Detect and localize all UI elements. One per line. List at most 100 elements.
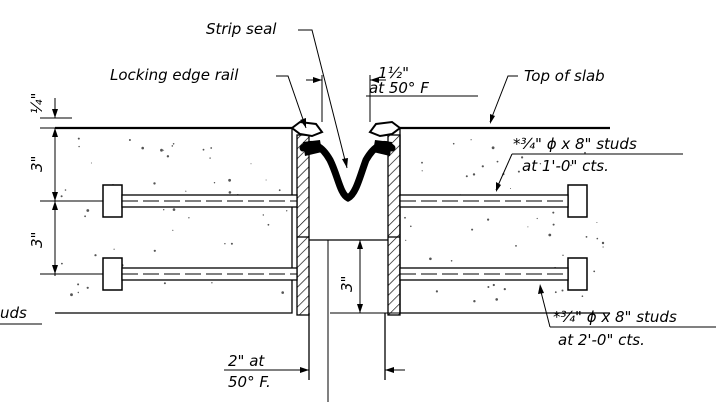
concrete-speckle-dot bbox=[510, 188, 511, 189]
concrete-speckle-dot bbox=[472, 173, 476, 176]
studs-upper-line2: at 1'-0" cts. bbox=[522, 157, 609, 175]
concrete-speckle-dot bbox=[539, 163, 542, 165]
studs-lower-leader bbox=[539, 287, 551, 328]
concrete-speckle-dot bbox=[495, 298, 499, 301]
studs-lower-line2: at 2'-0" cts. bbox=[558, 331, 645, 349]
left-lower-stud bbox=[102, 257, 298, 291]
concrete-speckle-dot bbox=[163, 282, 166, 285]
concrete-speckle-dot bbox=[491, 146, 495, 150]
locking-edge-rail-label: Locking edge rail bbox=[110, 66, 239, 84]
concrete-speckle-dot bbox=[172, 229, 174, 231]
concrete-speckle-dot bbox=[250, 163, 252, 165]
right-seal-lock bbox=[373, 140, 392, 156]
concrete-speckle-dot bbox=[596, 237, 599, 240]
right-lower-stud bbox=[399, 257, 588, 291]
concrete-speckle-dot bbox=[153, 249, 156, 252]
top-of-slab-label: Top of slab bbox=[524, 67, 605, 85]
concrete-speckle-dot bbox=[581, 295, 584, 298]
concrete-speckle-dot bbox=[278, 189, 281, 192]
dim-three-top: 3" bbox=[28, 156, 46, 172]
center-dimension-arrows bbox=[357, 240, 363, 313]
concrete-speckle-dot bbox=[160, 148, 163, 152]
left-edge-rail bbox=[290, 120, 324, 316]
bottom-gap-arrows bbox=[300, 367, 394, 373]
concrete-speckle-dot bbox=[202, 148, 205, 151]
concrete-speckle-dot bbox=[435, 290, 438, 293]
concrete-speckle-dot bbox=[286, 210, 288, 212]
concrete-speckle-dot bbox=[421, 161, 423, 164]
concrete-speckle-dot bbox=[228, 191, 232, 194]
concrete-speckle-dot bbox=[86, 209, 90, 212]
gap-bottom-line2: 50° F. bbox=[228, 373, 271, 391]
concrete-speckle-dot bbox=[153, 182, 156, 185]
concrete-speckle-dot bbox=[521, 156, 524, 159]
strip-seal-leader bbox=[298, 29, 348, 169]
dim-three-bottom: 3" bbox=[28, 232, 46, 248]
concrete-speckle-dot bbox=[77, 137, 80, 140]
right-edge-rail bbox=[368, 120, 402, 316]
concrete-speckle-dot bbox=[421, 170, 423, 172]
studs-lower-line1: *¾" ϕ x 8" studs bbox=[553, 308, 677, 326]
concrete-speckle-dot bbox=[230, 242, 233, 245]
concrete-speckle-dot bbox=[94, 254, 97, 257]
concrete-speckle-dot bbox=[481, 165, 484, 168]
concrete-speckle-dot bbox=[552, 211, 555, 214]
concrete-speckle-dot bbox=[77, 283, 80, 286]
concrete-speckle-dot bbox=[210, 147, 213, 149]
gap-top-line1: 1½" bbox=[378, 64, 409, 82]
concrete-speckle-dot bbox=[429, 257, 432, 261]
dim-quarter: ¼" bbox=[28, 93, 46, 114]
concrete-speckle-dot bbox=[224, 243, 226, 245]
concrete-speckle-dot bbox=[470, 139, 472, 141]
concrete-speckle-dot bbox=[209, 157, 211, 159]
concrete-speckle-dot bbox=[410, 225, 412, 228]
concrete-speckle-dot bbox=[536, 217, 538, 220]
concrete-speckle-dot bbox=[166, 155, 170, 158]
concrete-speckle-dot bbox=[228, 178, 232, 182]
top-of-slab-leader bbox=[489, 75, 518, 123]
concrete-speckle-dot bbox=[404, 216, 406, 219]
concrete-speckle-dot bbox=[171, 145, 174, 147]
concrete-speckle-dot bbox=[554, 291, 557, 294]
concrete-speckle-dot bbox=[77, 291, 80, 294]
concrete-speckle-dot bbox=[64, 189, 67, 191]
concrete-speckle-dot bbox=[265, 179, 267, 181]
left-studs-fragment: uds bbox=[0, 304, 27, 322]
concrete-speckle-dot bbox=[60, 195, 63, 198]
concrete-speckle-dot bbox=[90, 162, 92, 164]
studs-upper-line1: *¾" ϕ x 8" studs bbox=[513, 135, 637, 153]
concrete-speckle-dot bbox=[163, 209, 165, 211]
concrete-speckle-dot bbox=[163, 149, 165, 151]
concrete-speckle-dot bbox=[70, 293, 73, 297]
strip-seal-label: Strip seal bbox=[206, 20, 277, 38]
concrete-speckle-dot bbox=[267, 223, 270, 226]
concrete-speckle-dot bbox=[593, 270, 596, 273]
concrete-speckle-dot bbox=[78, 145, 80, 148]
concrete-speckle-dot bbox=[487, 286, 490, 288]
gap-bottom-line1: 2" at bbox=[228, 352, 265, 370]
concrete-speckle-dot bbox=[450, 260, 453, 262]
concrete-speckle-dot bbox=[552, 223, 555, 226]
gap-top-line2: at 50° F bbox=[369, 79, 429, 97]
concrete-speckle-dot bbox=[496, 160, 499, 163]
concrete-speckle-dot bbox=[185, 190, 187, 192]
concrete-speckle-dot bbox=[584, 151, 586, 154]
concrete-speckle-dot bbox=[473, 300, 476, 303]
concrete-speckle-dot bbox=[503, 288, 506, 291]
concrete-speckle-dot bbox=[61, 262, 63, 265]
concrete-speckle-dot bbox=[86, 286, 89, 289]
concrete-speckle-dot bbox=[487, 218, 490, 221]
left-seal-lock bbox=[303, 140, 322, 156]
concrete-speckle-dot bbox=[281, 291, 285, 294]
concrete-speckle-dot bbox=[548, 233, 552, 237]
concrete-speckle-dot bbox=[596, 222, 598, 223]
concrete-speckle-dot bbox=[570, 164, 572, 167]
concrete-speckle-dot bbox=[213, 182, 216, 184]
left-upper-stud bbox=[102, 184, 298, 218]
concrete-speckle-dot bbox=[172, 208, 176, 211]
concrete-speckle-dot bbox=[517, 170, 520, 173]
concrete-speckle-dot bbox=[172, 143, 175, 145]
concrete-speckle-dot bbox=[452, 142, 455, 145]
